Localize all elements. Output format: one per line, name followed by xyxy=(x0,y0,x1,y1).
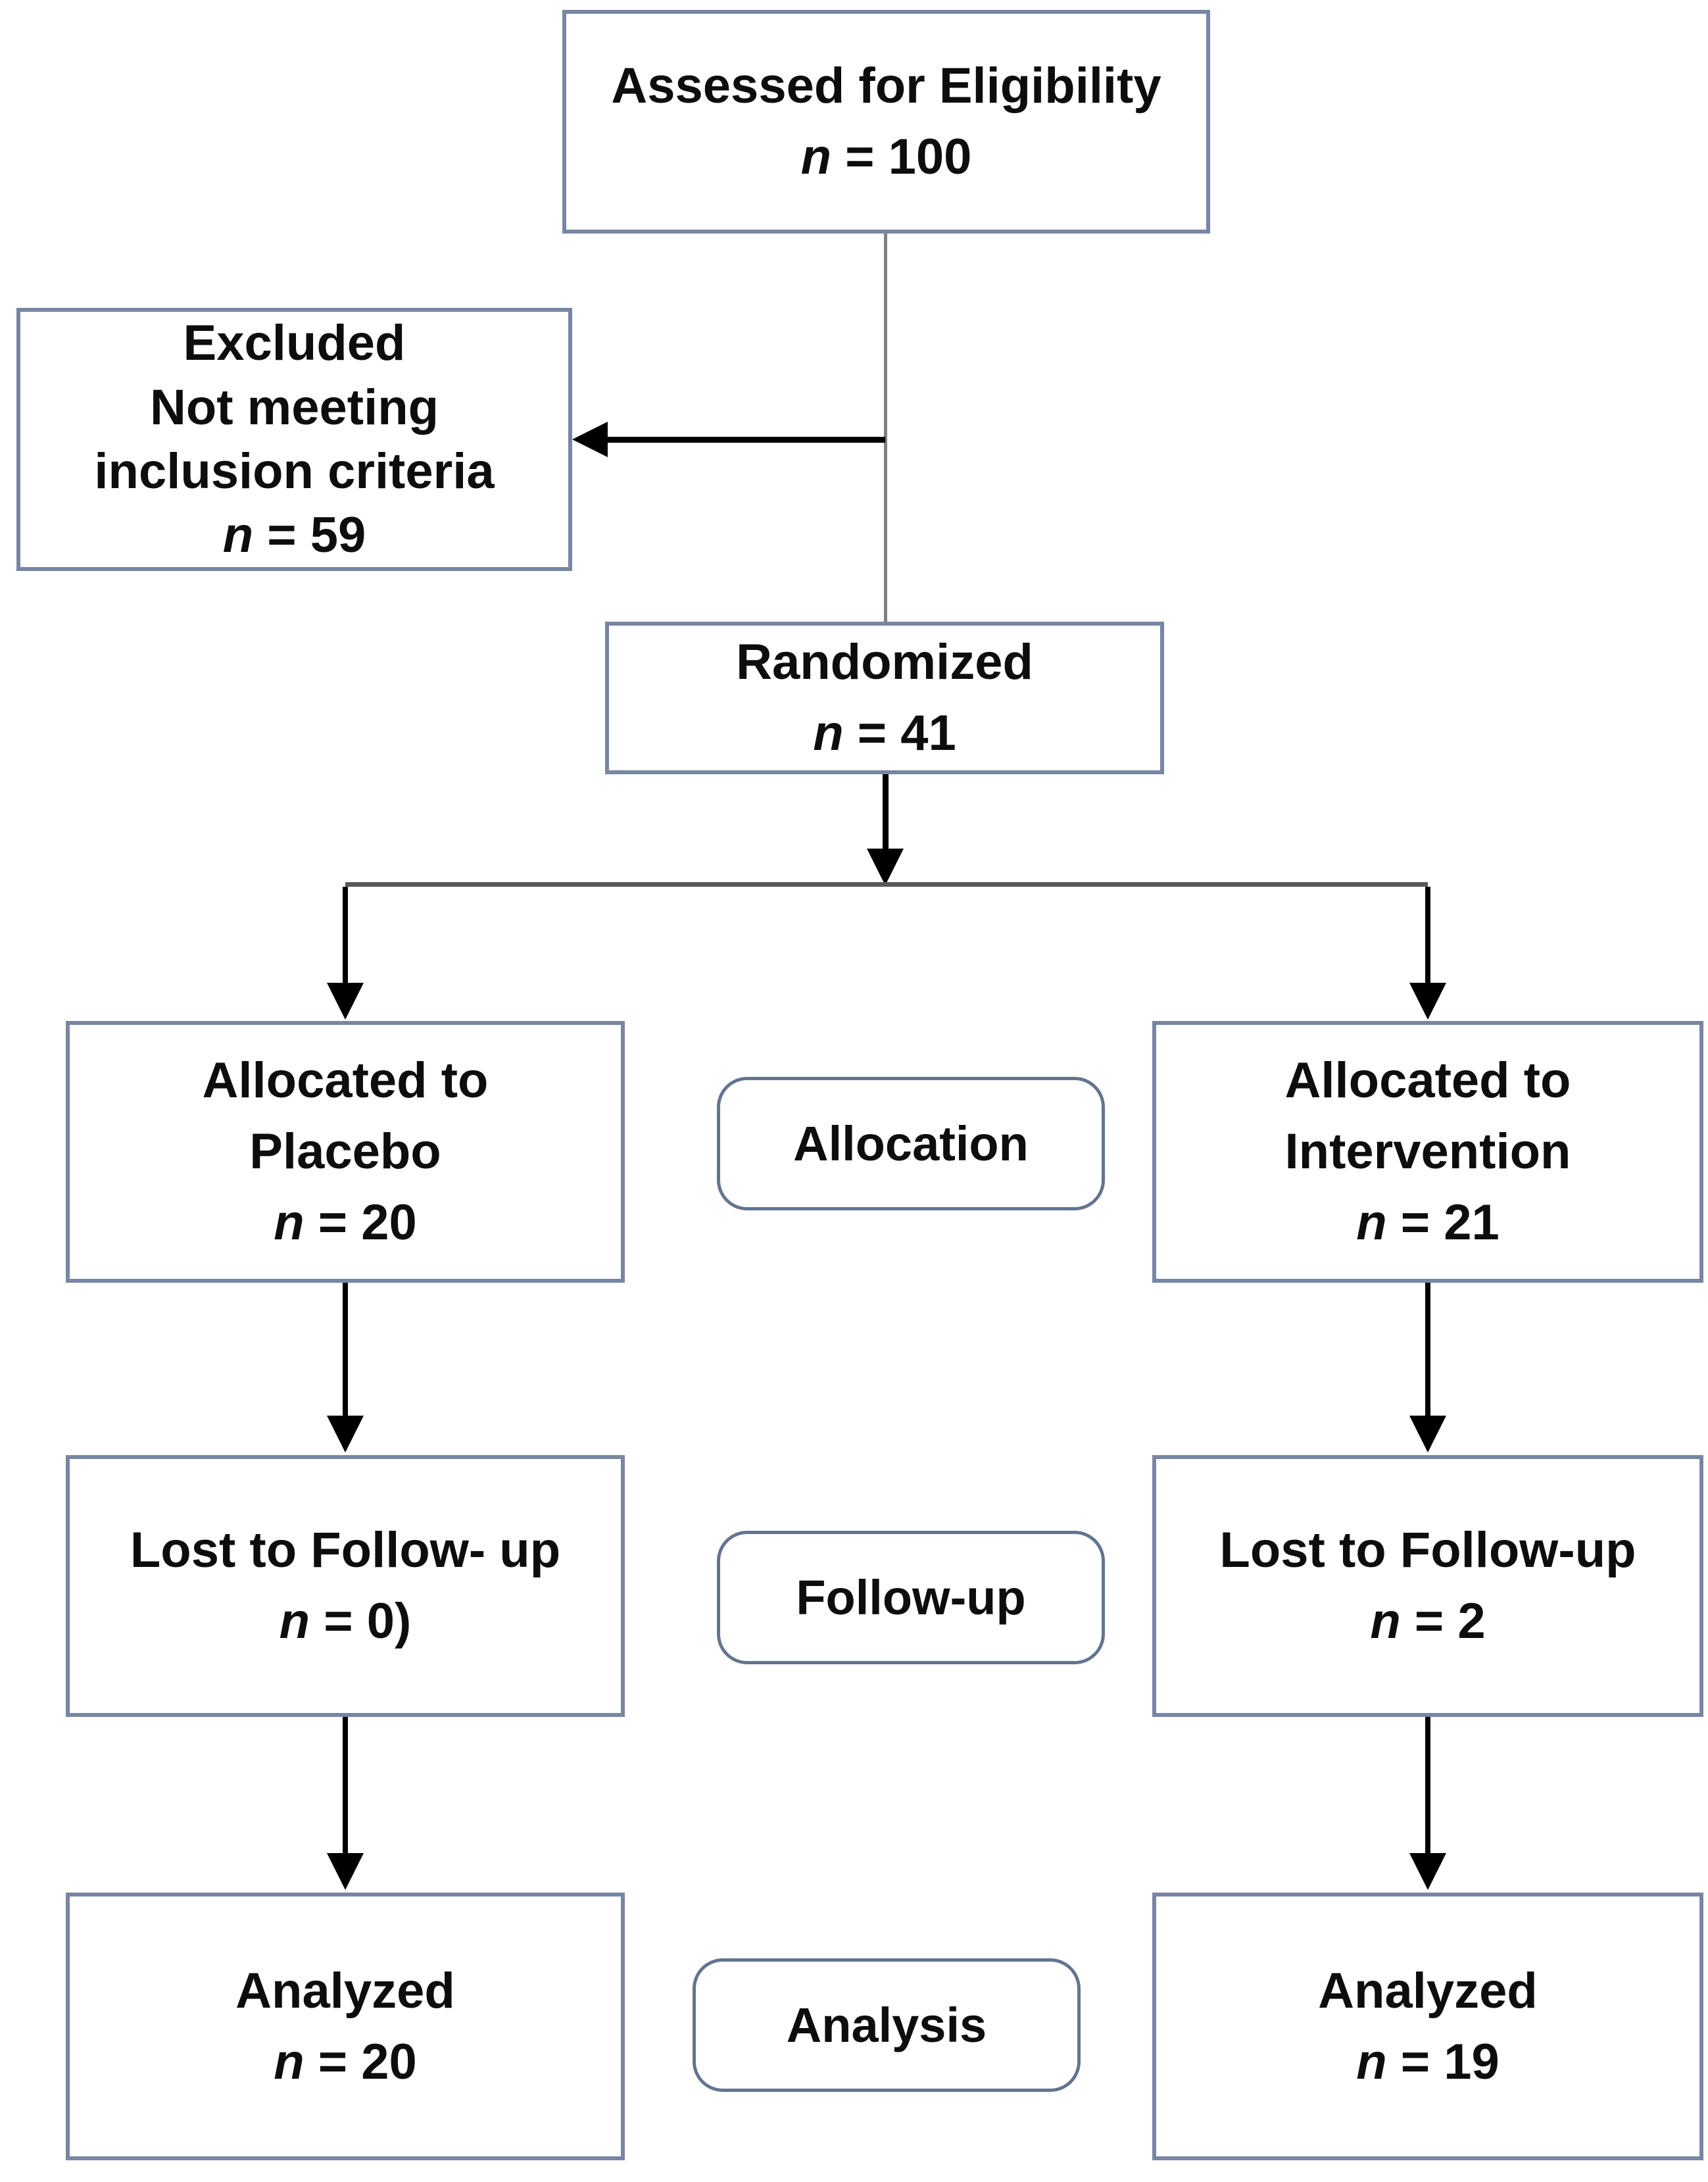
n-value: = 21 xyxy=(1400,1194,1500,1251)
connector-intervention-to-followup xyxy=(1425,1283,1430,1417)
arrowhead-down-placebo-followup-icon xyxy=(327,1416,364,1452)
box-title: Intervention xyxy=(1284,1124,1571,1180)
box-lost-followup-intervention: Lost to Follow-up n = 2 xyxy=(1152,1455,1703,1717)
box-n-line: n = 20 xyxy=(274,1187,417,1258)
arrowhead-down-intervention-analysis-icon xyxy=(1409,1853,1446,1890)
arrowhead-down-placebo-analysis-icon xyxy=(327,1853,364,1890)
box-title: Lost to Follow- up xyxy=(130,1522,561,1579)
n-symbol: n xyxy=(1370,1593,1401,1649)
stage-label-allocation: Allocation xyxy=(717,1077,1105,1210)
connector-split-line xyxy=(345,882,1428,887)
n-symbol: n xyxy=(274,1194,305,1251)
connector-intervention-to-analysis xyxy=(1425,1717,1430,1854)
box-title: Allocated to xyxy=(1284,1053,1571,1109)
box-title: Assessed for Eligibility xyxy=(611,58,1161,114)
n-value: = 41 xyxy=(857,705,956,761)
connector-assessed-to-randomized xyxy=(884,234,887,622)
box-title: Analyzed xyxy=(235,1962,455,2019)
arrowhead-down-randomized-icon xyxy=(867,849,904,885)
connector-split-to-placebo xyxy=(343,887,348,984)
box-title: Allocated to xyxy=(202,1053,489,1109)
stage-label-text: Allocation xyxy=(793,1116,1029,1171)
box-title: Randomized xyxy=(736,634,1033,691)
box-subtitle: Not meeting xyxy=(149,379,439,435)
n-symbol: n xyxy=(1356,2033,1387,2090)
n-value: = 19 xyxy=(1400,2033,1500,2090)
n-symbol: n xyxy=(813,705,844,761)
box-n-line: n = 19 xyxy=(1356,2027,1500,2098)
connector-split-to-intervention xyxy=(1425,887,1430,984)
box-lost-followup-placebo: Lost to Follow- up n = 0) xyxy=(66,1455,625,1717)
box-assessed-for-eligibility: Assessed for Eligibility n = 100 xyxy=(562,10,1210,234)
connector-randomized-stem xyxy=(883,774,889,851)
box-n-line: n = 100 xyxy=(801,122,972,193)
connector-placebo-to-followup xyxy=(343,1283,348,1417)
box-subtitle: inclusion criteria xyxy=(94,443,495,499)
stage-label-text: Analysis xyxy=(786,1997,987,2052)
n-value: = 59 xyxy=(267,507,366,564)
box-n-line: n = 21 xyxy=(1356,1187,1500,1258)
box-allocated-intervention: Allocated to Intervention n = 21 xyxy=(1152,1021,1703,1283)
n-value: = 100 xyxy=(845,129,972,185)
n-symbol: n xyxy=(274,2033,305,2090)
stage-label-analysis: Analysis xyxy=(693,1958,1081,2092)
box-title: Excluded xyxy=(183,315,406,372)
stage-label-followup: Follow-up xyxy=(717,1531,1105,1664)
connector-placebo-to-analysis xyxy=(343,1717,348,1854)
n-value: = 2 xyxy=(1414,1593,1486,1649)
box-title: Placebo xyxy=(249,1124,441,1180)
n-value: = 0) xyxy=(324,1593,412,1649)
box-analyzed-intervention: Analyzed n = 19 xyxy=(1152,1893,1703,2160)
box-n-line: n = 0) xyxy=(280,1586,412,1657)
n-symbol: n xyxy=(1356,1194,1387,1251)
box-title: Analyzed xyxy=(1318,1962,1538,2019)
n-value: = 20 xyxy=(318,1194,417,1251)
box-analyzed-placebo: Analyzed n = 20 xyxy=(66,1893,625,2160)
box-n-line: n = 2 xyxy=(1370,1586,1485,1657)
n-symbol: n xyxy=(800,129,831,185)
connector-excluded-stem xyxy=(604,437,885,443)
box-n-line: n = 20 xyxy=(274,2027,417,2098)
box-excluded: Excluded Not meeting inclusion criteria … xyxy=(16,308,572,571)
n-value: = 20 xyxy=(318,2033,417,2090)
box-n-line: n = 41 xyxy=(813,698,956,769)
box-allocated-placebo: Allocated to Placebo n = 20 xyxy=(66,1021,625,1283)
box-randomized: Randomized n = 41 xyxy=(605,622,1164,774)
arrowhead-left-excluded-icon xyxy=(572,422,608,457)
stage-label-text: Follow-up xyxy=(796,1570,1026,1625)
n-symbol: n xyxy=(279,1593,310,1649)
box-title: Lost to Follow-up xyxy=(1219,1522,1636,1579)
arrowhead-down-placebo-icon xyxy=(327,983,364,1020)
n-symbol: n xyxy=(222,507,254,564)
box-n-line: n = 59 xyxy=(223,503,366,567)
arrowhead-down-intervention-followup-icon xyxy=(1409,1416,1446,1452)
arrowhead-down-intervention-icon xyxy=(1409,983,1446,1020)
